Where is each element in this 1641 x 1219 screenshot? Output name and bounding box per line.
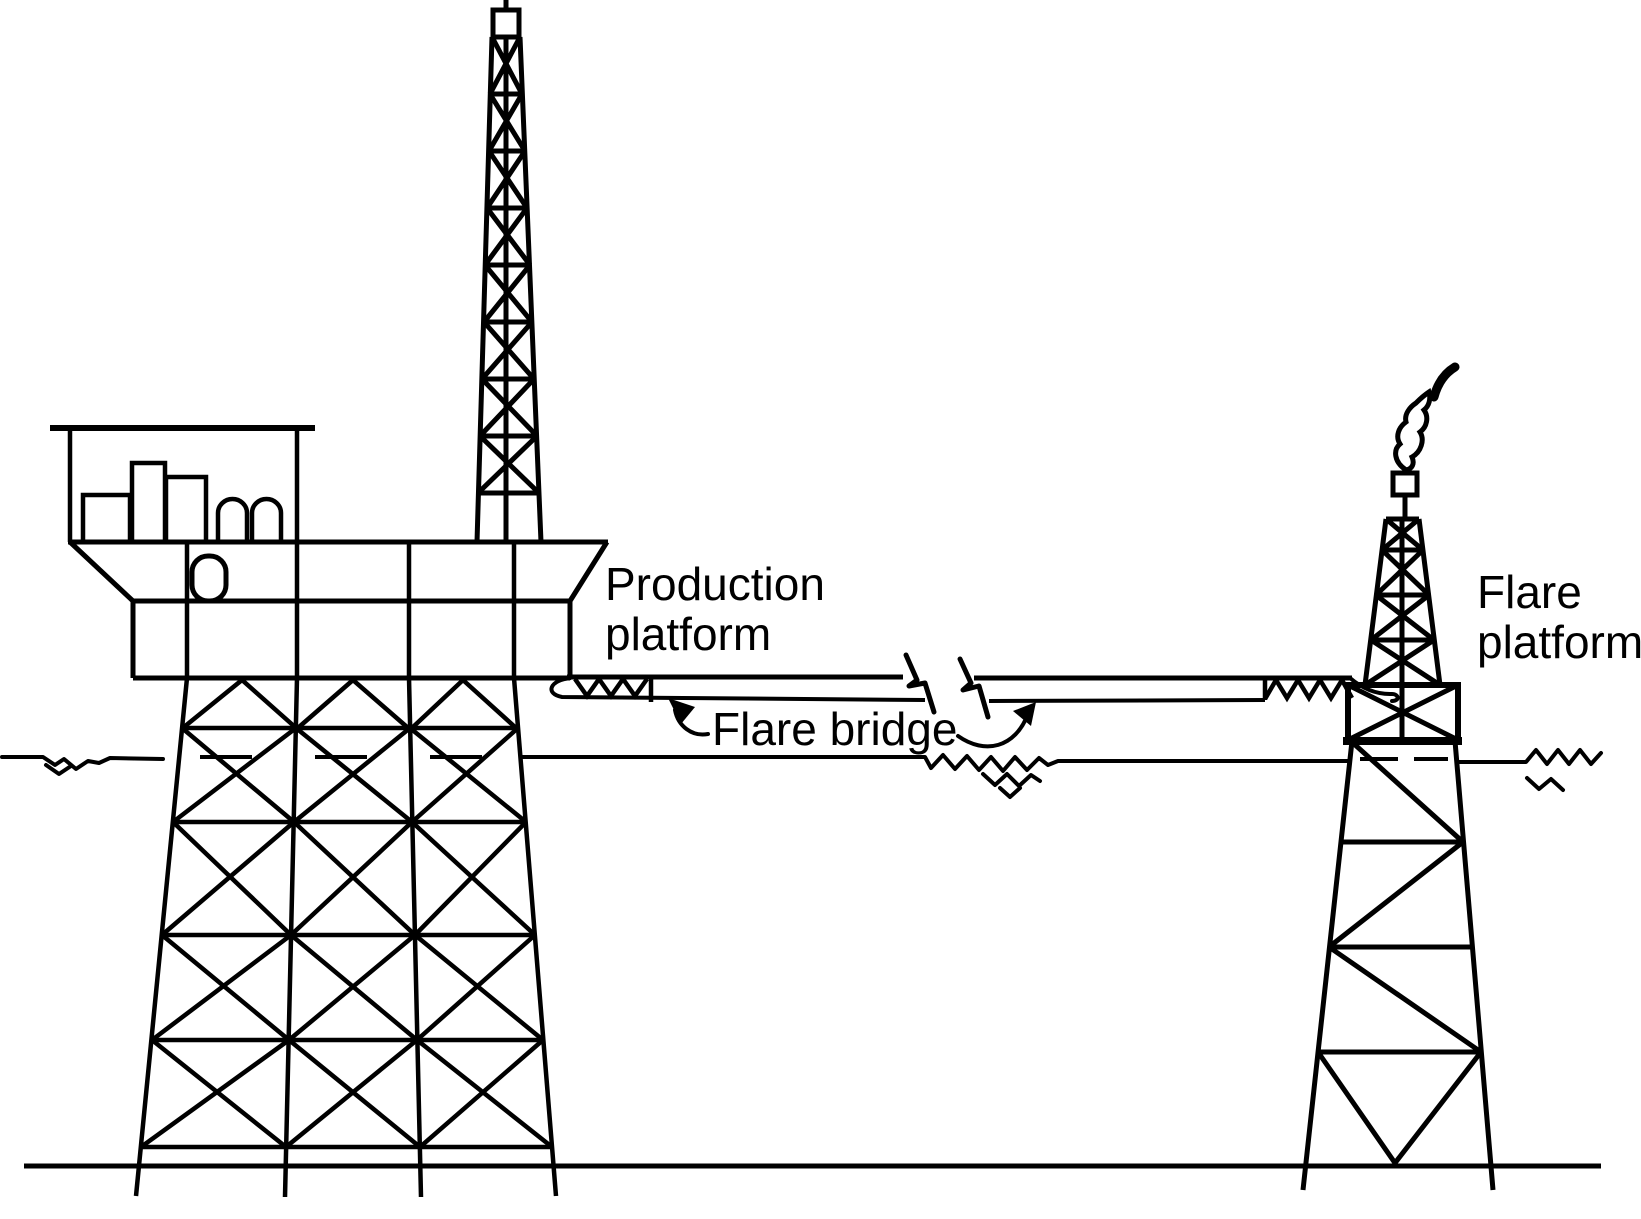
- water-line-middle: [520, 753, 1350, 773]
- flare-bridge-arrow-left-icon: [668, 698, 695, 724]
- production-platform-label-line2: platform: [605, 608, 771, 660]
- water-chevron-middle: [998, 786, 1022, 799]
- hull-frame-verticals: [184, 542, 517, 678]
- derrick-x-braces: [476, 35, 541, 495]
- hull-slopes: [68, 540, 610, 603]
- jacket-x-braces-row4: [139, 1038, 554, 1149]
- flare-platform-label-line2: platform: [1477, 616, 1641, 668]
- deck-hull: [68, 539, 610, 681]
- hull-porthole: [189, 553, 229, 604]
- derrick-chords: [478, 34, 539, 496]
- flare-bridge-label: Flare bridge: [712, 703, 957, 755]
- smoke-icon: [1429, 362, 1460, 402]
- vessel-tank-2: [249, 496, 284, 542]
- flare-jacket-v-brace: [1315, 1050, 1483, 1168]
- flare-bridge: [549, 652, 1400, 720]
- production-platform: [50, 0, 610, 1198]
- jacket-x-braces-row2: [160, 820, 537, 937]
- derrick-crown-block: [490, 7, 522, 40]
- flare-jacket-box-braces: [1346, 682, 1460, 743]
- flare-tip: [1390, 470, 1420, 498]
- flare-platform-label-line1: Flare: [1477, 566, 1582, 618]
- flare-jacket-legs: [1300, 740, 1496, 1191]
- flare-jacket-chords: [1318, 839, 1481, 1055]
- deck-building-3: [163, 474, 209, 545]
- bridge-bottom-chord-left: [549, 676, 926, 702]
- bridge-bottom-chord-right: [988, 698, 1266, 703]
- flame-icon: [1393, 388, 1433, 473]
- water-ripple-right-2: [1525, 776, 1565, 792]
- water-line-right: [1456, 748, 1603, 766]
- deck-building-2: [129, 460, 168, 545]
- hull-sides: [130, 601, 573, 678]
- flare-platform: [1300, 362, 1496, 1191]
- production-platform-label-line1: Production: [605, 558, 825, 610]
- water-chevron-left: [44, 763, 73, 776]
- flare-tower-x-braces: [1363, 517, 1442, 688]
- water-line-left: [0, 755, 165, 771]
- topsides: [50, 425, 315, 545]
- bridge-break-marks: [903, 652, 991, 720]
- water-ripple-middle-2: [981, 772, 1042, 788]
- jacket-chords: [141, 725, 552, 1150]
- text-labels: Production platform Flare bridge Flare p…: [605, 558, 1641, 755]
- bridge-truss-right: [1262, 675, 1354, 703]
- jacket-x-braces-row3: [150, 933, 545, 1042]
- flare-tower: [1362, 516, 1443, 740]
- annotation-arrows: [668, 698, 1036, 749]
- deck-building-1: [80, 492, 133, 545]
- drilling-derrick: [474, 0, 544, 543]
- production-jacket: [133, 676, 559, 1198]
- jacket-x-braces-row1: [171, 726, 528, 824]
- jacket-top-chevrons: [182, 676, 517, 729]
- flare-tower-chords: [1371, 547, 1434, 643]
- sea-level: [0, 748, 1603, 799]
- wall-lines: [67, 430, 300, 542]
- flare-bridge-arrow-right-tail: [956, 712, 1030, 749]
- derrick-legs: [474, 36, 544, 543]
- bridge-truss-left: [573, 675, 654, 702]
- vessel-tank-1: [215, 496, 250, 542]
- flare-bridge-arrow-right-icon: [1013, 702, 1036, 726]
